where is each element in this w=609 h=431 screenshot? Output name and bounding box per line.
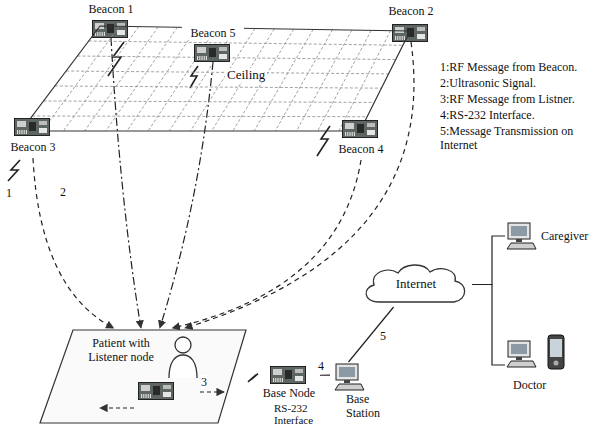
legend-note: 5:Message Transmission on Internet: [440, 124, 605, 152]
computer-icon: [333, 363, 365, 391]
node-label: Beacon 4: [330, 142, 392, 156]
label-slot: 1: [6, 183, 12, 201]
label-slot: 2: [60, 182, 66, 200]
node-label: Patient with Listener node: [83, 336, 159, 364]
node-label: Beacon 3: [2, 140, 64, 154]
rf-lightning: [108, 42, 124, 76]
doctor-terminal: Doctor: [505, 334, 577, 396]
callout-number: 1: [6, 186, 12, 200]
phone-icon: [547, 334, 565, 370]
beacon-node: Beacon 3: [2, 118, 64, 158]
base-node: Base Node: [258, 362, 320, 401]
node-label: Doctor: [513, 378, 577, 392]
signal-path: [33, 158, 114, 328]
label-slot: 4: [318, 356, 324, 374]
link-line: [472, 285, 505, 366]
link-line: [320, 375, 330, 376]
base-station: Base Station: [330, 362, 404, 422]
person-body: [169, 355, 197, 378]
callout-number: 5: [380, 329, 386, 343]
ceiling-plane: Ceiling: [20, 25, 412, 133]
rf-arrow: [100, 407, 134, 408]
pcb-module: [342, 120, 378, 138]
rf-lightning: [190, 66, 198, 88]
legend-note: 4:RS-232 Interface.: [440, 108, 605, 122]
legend-note: 3:RF Message from Listner.: [440, 92, 605, 106]
node-label: Internet: [360, 262, 472, 306]
callout-number: 2: [60, 185, 66, 199]
pcb-module: [138, 382, 174, 400]
label-slot: 2:Ultrasonic Signal.: [440, 76, 605, 90]
ceiling-outline: [20, 25, 412, 133]
callout-number: 3: [201, 375, 207, 389]
link-line: [472, 236, 505, 285]
node-label: Caregiver: [541, 229, 601, 243]
node-label: Ceiling: [225, 68, 267, 82]
node-label: Beacon 2: [380, 4, 442, 18]
computer-icon: [505, 340, 537, 368]
beacon-node: Beacon 1: [80, 2, 142, 38]
label-slot: 4:RS-232 Interface.: [440, 108, 605, 122]
pcb-module: [392, 24, 428, 42]
beacon-node: Beacon 4: [330, 120, 392, 160]
label-slot: 5:Message Transmission on Internet: [440, 124, 605, 152]
interface-label: RS-232 Interface: [274, 402, 328, 426]
label-slot: RS-232 Interface: [274, 402, 328, 426]
person-head: [175, 337, 191, 353]
pcb-module: [194, 44, 230, 62]
beacon-node: Beacon 2: [380, 4, 442, 42]
callout-number: 4: [318, 359, 324, 373]
link-line: [248, 374, 258, 382]
pcb-module: [270, 366, 306, 384]
signal-path: [172, 160, 361, 328]
node-label: Beacon 1: [80, 2, 142, 16]
beacon-node: Beacon 5: [182, 26, 244, 62]
label-slot: 1:RF Message from Beacon.: [440, 60, 605, 74]
caregiver-terminal: Caregiver: [505, 220, 601, 252]
legend-note: 2:Ultrasonic Signal.: [440, 76, 605, 90]
computer-icon: [505, 222, 537, 250]
rf-lightning: [8, 160, 20, 181]
rf-arrow: [200, 391, 224, 392]
link-line: [349, 307, 394, 362]
label-slot: 3: [201, 372, 207, 390]
node-label: Base Node: [258, 386, 320, 400]
patient-room: Patient with Listener node: [38, 328, 248, 426]
label-slot: 5: [380, 326, 386, 344]
node-label: Beacon 5: [182, 26, 244, 40]
label-slot: 3:RF Message from Listner.: [440, 92, 605, 106]
legend-note: 1:RF Message from Beacon.: [440, 60, 605, 74]
node-label: Base Station: [346, 392, 402, 420]
internet-cloud: Internet: [360, 262, 472, 307]
pcb-module: [14, 118, 50, 136]
signal-path: [111, 38, 141, 328]
